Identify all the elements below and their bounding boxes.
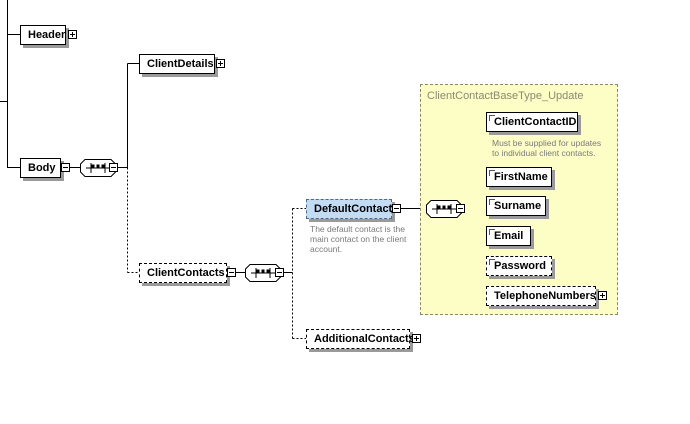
client-contacts-label: ClientContacts	[147, 267, 225, 279]
surname-element[interactable]: Surname	[486, 196, 546, 216]
sequence-compositor-icon	[426, 200, 462, 218]
complex-type-title: ClientContactBaseType_Update	[427, 90, 584, 102]
collapse-body-icon[interactable]	[61, 163, 70, 172]
body-label: Body	[28, 162, 56, 174]
header-label: Header	[28, 29, 66, 41]
default-contact-element[interactable]: DefaultContact	[306, 199, 392, 219]
client-contact-id-element[interactable]: ClientContactID	[486, 112, 578, 132]
expand-client-details-icon[interactable]	[216, 59, 225, 68]
client-contact-id-label: ClientContactID	[494, 116, 577, 128]
expand-additional-contacts-icon[interactable]	[412, 334, 421, 343]
header-element[interactable]: Header	[20, 25, 66, 45]
client-contacts-element[interactable]: ClientContacts	[139, 263, 227, 283]
expand-header-icon[interactable]	[68, 30, 77, 39]
simple-type-icon	[489, 199, 495, 205]
collapse-sequence-icon[interactable]	[456, 204, 465, 213]
telephone-numbers-label: TelephoneNumbers	[494, 290, 596, 302]
telephone-numbers-element[interactable]: TelephoneNumbers	[486, 286, 596, 306]
simple-type-icon	[489, 115, 495, 121]
sequence-compositor-icon	[245, 264, 281, 282]
email-element[interactable]: Email	[486, 226, 531, 246]
additional-contacts-element[interactable]: AdditionalContacts	[306, 329, 415, 349]
first-name-element[interactable]: FirstName	[486, 167, 552, 187]
default-contact-label: DefaultContact	[314, 203, 393, 215]
client-details-label: ClientDetails	[147, 58, 214, 70]
password-label: Password	[494, 260, 546, 272]
password-element[interactable]: Password	[486, 256, 552, 276]
first-name-label: FirstName	[494, 171, 548, 183]
client-details-element[interactable]: ClientDetails	[139, 54, 215, 74]
additional-contacts-label: AdditionalContacts	[314, 333, 415, 345]
email-label: Email	[494, 230, 524, 242]
surname-label: Surname	[494, 200, 542, 212]
collapse-sequence-icon[interactable]	[109, 163, 118, 172]
simple-type-icon	[489, 170, 495, 176]
client-contact-id-doc: Must be supplied for updates to individu…	[492, 138, 602, 158]
simple-type-icon	[489, 229, 495, 235]
body-element[interactable]: Body	[20, 158, 61, 178]
simple-type-icon	[489, 259, 495, 265]
collapse-sequence-icon[interactable]	[275, 268, 284, 277]
collapse-default-contact-icon[interactable]	[392, 204, 401, 213]
sequence-compositor-icon	[80, 159, 116, 177]
expand-telephone-numbers-icon[interactable]	[598, 291, 607, 300]
collapse-client-contacts-icon[interactable]	[227, 268, 236, 277]
default-contact-doc: The default contact is the main contact …	[310, 224, 407, 254]
